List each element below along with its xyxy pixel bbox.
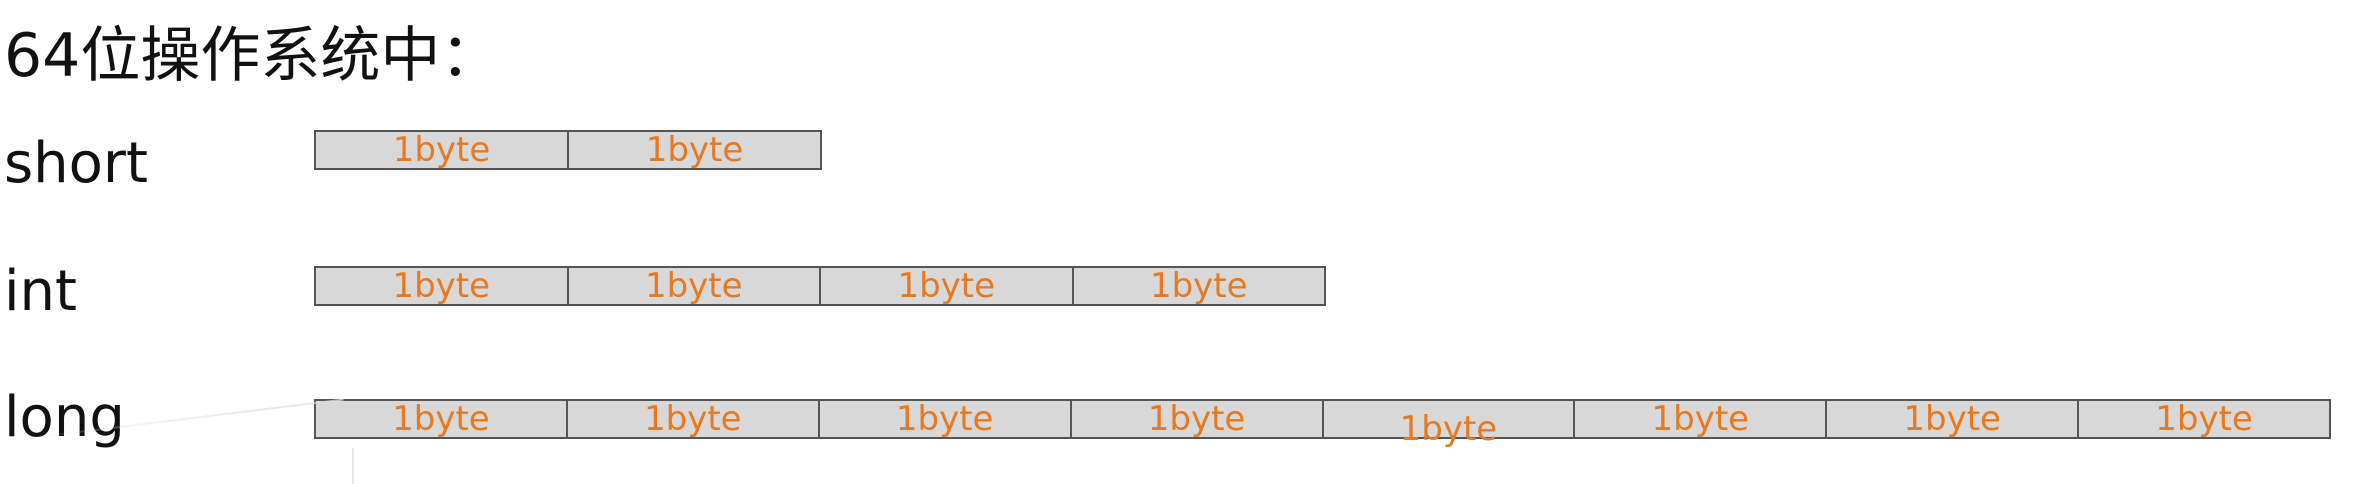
long-byte-bar: 1byte 1byte 1byte 1byte 1byte 1byte 1byt… (314, 399, 2331, 447)
byte-label: 1byte (392, 130, 491, 170)
int-byte-bar: 1byte 1byte 1byte 1byte (314, 266, 1326, 306)
byte-label: 1byte (2155, 399, 2253, 439)
page-title: 64位操作系统中： (4, 21, 501, 91)
decorative-line (352, 448, 354, 484)
byte-cell: 1byte (821, 268, 1074, 304)
byte-label: 1byte (1399, 409, 1498, 449)
byte-label: 1byte (897, 266, 996, 306)
byte-cell: 1byte (316, 132, 569, 168)
row-label-int: int (4, 259, 78, 324)
short-byte-bar: 1byte 1byte (314, 130, 822, 170)
byte-cell: 1byte (569, 132, 820, 168)
byte-cell: 1byte (1324, 401, 1576, 447)
byte-cell: 1byte (820, 401, 1072, 437)
row-label-long: long (4, 385, 125, 450)
byte-cell: 1byte (316, 268, 569, 304)
byte-cell: 1byte (568, 401, 820, 437)
byte-label: 1byte (392, 266, 491, 306)
byte-label: 1byte (392, 399, 490, 439)
byte-cell: 1byte (316, 401, 568, 437)
byte-label: 1byte (1651, 399, 1750, 439)
byte-cell: 1byte (1575, 399, 1828, 439)
byte-label: 1byte (1149, 266, 1248, 306)
byte-cell: 1byte (1072, 401, 1324, 437)
byte-label: 1byte (1147, 399, 1246, 439)
byte-label: 1byte (644, 399, 742, 439)
byte-cell: 1byte (2079, 401, 2329, 437)
byte-label: 1byte (645, 130, 744, 170)
row-label-short: short (4, 131, 148, 196)
byte-cell: 1byte (569, 266, 821, 306)
byte-cell: 1byte (1074, 268, 1325, 304)
byte-label: 1byte (1903, 399, 2001, 439)
byte-label: 1byte (895, 399, 994, 439)
byte-cell: 1byte (1827, 399, 2080, 439)
byte-label: 1byte (644, 266, 743, 306)
